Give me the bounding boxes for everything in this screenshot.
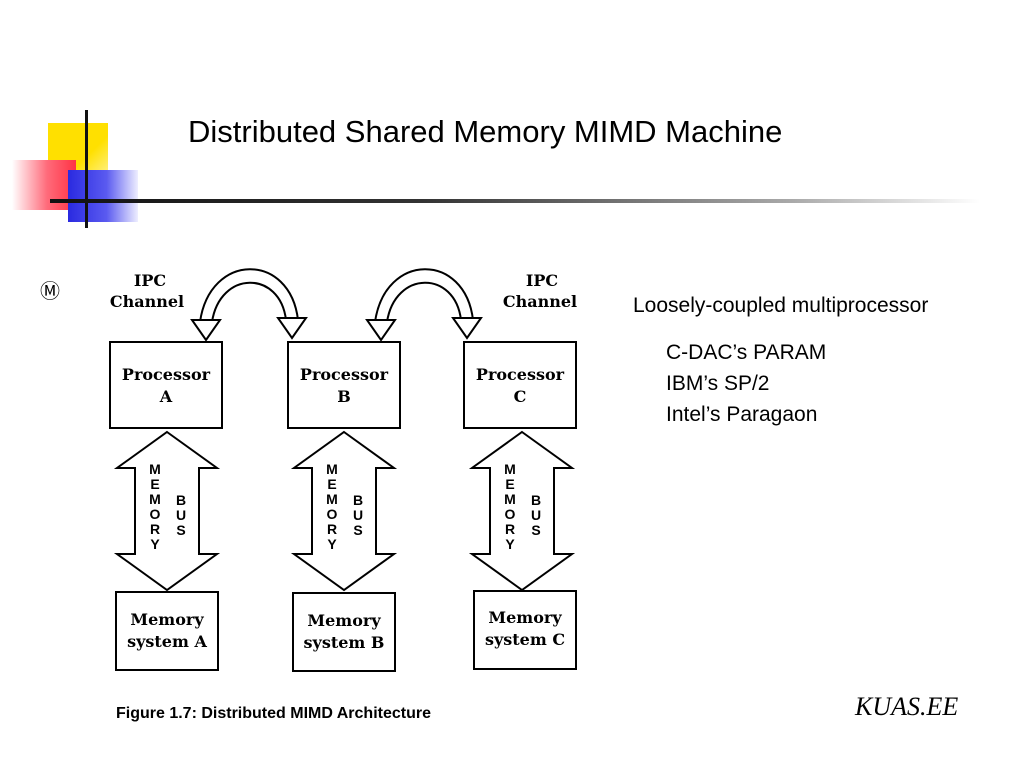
bus-letter-b: U — [353, 507, 363, 523]
bus-letter-b: M — [326, 461, 338, 477]
bus-letter-c: B — [531, 492, 541, 508]
example-item: Intel’s Paragaon — [666, 403, 818, 426]
bullet-icon: Ⓜ — [40, 279, 60, 303]
bus-letter-c: R — [505, 521, 515, 537]
ipc-arc-right — [365, 268, 483, 342]
bus-letter-a: O — [150, 506, 161, 522]
bus-letter-a: Y — [150, 536, 160, 552]
example-item: C-DAC’s PARAM — [666, 341, 827, 364]
memory-bus-arrow-b — [290, 430, 398, 592]
bus-letter-c: M — [504, 491, 516, 507]
processor-b: Processor B — [287, 341, 401, 429]
processor-c-line1: Processor — [476, 365, 565, 384]
bus-letter-c: S — [531, 522, 540, 538]
example-item: IBM’s SP/2 — [666, 372, 770, 395]
figure-caption: Figure 1.7: Distributed MIMD Architectur… — [116, 705, 431, 722]
memory-a-line1: Memory — [130, 610, 204, 629]
ipc-arc-left — [190, 268, 308, 342]
memory-b-line1: Memory — [307, 611, 381, 630]
memory-bus-arrow-a — [113, 430, 221, 592]
bus-letter-a: S — [176, 522, 185, 538]
bus-letter-c: O — [505, 506, 516, 522]
bus-letter-b: O — [327, 506, 338, 522]
processor-a-line1: Processor — [122, 365, 211, 384]
ipc-label-right-line2: Channel — [503, 292, 577, 311]
architecture-heading: Loosely-coupled multiprocessor — [633, 294, 929, 317]
mimd-diagram: IPC Channel IPC Channel Processor A Proc… — [109, 268, 577, 722]
bus-letter-a: B — [176, 492, 186, 508]
bus-letter-b: S — [353, 522, 362, 538]
processor-a: Processor A — [109, 341, 223, 429]
bus-letter-b: E — [327, 476, 336, 492]
decor-blue-square — [68, 170, 138, 222]
bus-letter-b: R — [327, 521, 337, 537]
ipc-label-right-line1: IPC — [526, 271, 558, 290]
bus-letter-a: M — [149, 491, 161, 507]
bus-letter-c: U — [531, 507, 541, 523]
bus-letter-b: M — [326, 491, 338, 507]
memory-c-line2: system C — [485, 630, 565, 649]
processor-b-line1: Processor — [300, 365, 389, 384]
ipc-label-left-line2: Channel — [110, 292, 184, 311]
title-underline — [50, 199, 980, 203]
memory-bus-arrow-c — [468, 430, 576, 592]
processor-c-line2: C — [514, 387, 527, 406]
ipc-label-left-line1: IPC — [134, 271, 166, 290]
bus-letter-b: B — [353, 492, 363, 508]
processor-b-line2: B — [337, 387, 351, 406]
memory-b-line2: system B — [304, 633, 385, 652]
memory-system-a: Memory system A — [115, 591, 219, 671]
bus-letter-a: R — [150, 521, 160, 537]
bus-letter-c: M — [504, 461, 516, 477]
decor-vertical-line — [85, 110, 88, 228]
bus-letter-c: Y — [505, 536, 515, 552]
memory-system-c: Memory system C — [473, 590, 577, 670]
footer-label: KUAS.EE — [855, 692, 959, 721]
slide-title: Distributed Shared Memory MIMD Machine — [188, 114, 783, 149]
bus-letter-a: M — [149, 461, 161, 477]
bus-letter-a: U — [176, 507, 186, 523]
memory-c-line1: Memory — [488, 608, 562, 627]
examples-list: C-DAC’s PARAM IBM’s SP/2 Intel’s Paragao… — [633, 337, 928, 430]
bus-letter-b: Y — [327, 536, 337, 552]
memory-a-line2: system A — [127, 632, 207, 651]
bus-letter-a: E — [150, 476, 159, 492]
description-panel: Loosely-coupled multiprocessor C-DAC’s P… — [633, 290, 928, 430]
memory-system-b: Memory system B — [292, 592, 396, 672]
processor-a-line2: A — [159, 387, 173, 406]
processor-c: Processor C — [463, 341, 577, 429]
bus-letter-c: E — [505, 476, 514, 492]
